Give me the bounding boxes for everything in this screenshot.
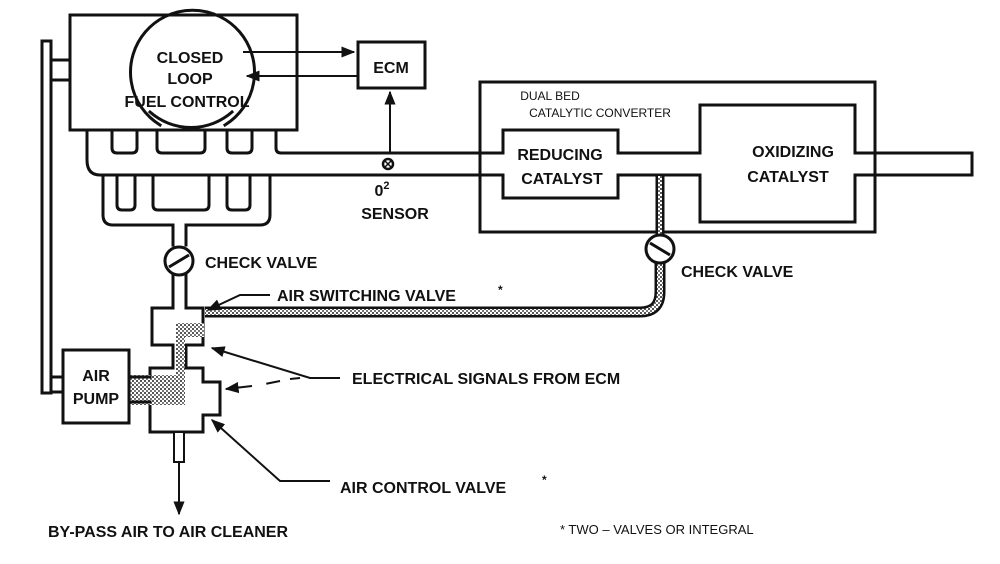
o2-label: 02	[374, 180, 389, 200]
air-pump-label-1: AIR	[82, 368, 110, 385]
catalytic-converter: DUAL BED CATALYTIC CONVERTER	[478, 80, 877, 234]
loop-circle	[129, 8, 256, 128]
air-control-valve	[128, 363, 222, 516]
air-control-valve-asterisk: *	[542, 473, 547, 487]
o2-sensor: 02 SENSOR	[361, 157, 429, 223]
reducing-catalyst-label-2: CATALYST	[521, 171, 603, 188]
air-switching-valve	[150, 306, 205, 383]
ecm-label: ECM	[373, 60, 409, 77]
reducing-catalyst-label-1: REDUCING	[517, 147, 602, 164]
air-switching-valve-label: AIR SWITCHING VALVE	[277, 288, 456, 305]
check-valve-left-label: CHECK VALVE	[205, 255, 318, 272]
converter-flow-path	[478, 103, 974, 224]
fuel-control-unit: CLOSED LOOP FUEL CONTROL	[68, 8, 299, 132]
electrical-signals-label: ELECTRICAL SIGNALS FROM ECM	[352, 371, 620, 388]
callout-air-switching-valve: AIR SWITCHING VALVE *	[206, 283, 503, 311]
air-control-valve-label: AIR CONTROL VALVE	[340, 480, 507, 497]
bypass-outlet	[173, 431, 185, 463]
engine-rail	[40, 39, 72, 395]
callout-electrical-signals: ELECTRICAL SIGNALS FROM ECM	[210, 346, 620, 394]
ecm-box: ECM	[356, 40, 427, 90]
converter-label-1: DUAL BED	[520, 89, 580, 103]
fuel-control-label-2: LOOP	[167, 71, 213, 88]
bypass-label: BY-PASS AIR TO AIR CLEANER	[48, 524, 288, 541]
fuel-control-label-3: FUEL CONTROL	[124, 94, 249, 111]
callout-air-control-valve: AIR CONTROL VALVE *	[210, 419, 547, 497]
oxidizing-catalyst-label-1: OXIDIZING	[752, 144, 834, 161]
air-switching-valve-asterisk: *	[498, 283, 503, 297]
check-valve-left: CHECK VALVE	[163, 245, 318, 310]
exhaust-manifold	[85, 128, 482, 247]
check-valve-right-label: CHECK VALVE	[681, 264, 794, 281]
converter-air-tube	[205, 175, 666, 318]
sensor-label: SENSOR	[361, 206, 429, 223]
check-valve-right: CHECK VALVE	[644, 233, 794, 281]
air-pump: AIR PUMP	[49, 348, 131, 425]
converter-label-2: CATALYTIC CONVERTER	[529, 106, 671, 120]
air-pump-label-2: PUMP	[73, 391, 120, 408]
fuel-control-label-1: CLOSED	[157, 50, 224, 67]
footnote: * TWO – VALVES OR INTEGRAL	[560, 522, 754, 537]
oxidizing-catalyst-label-2: CATALYST	[747, 169, 829, 186]
